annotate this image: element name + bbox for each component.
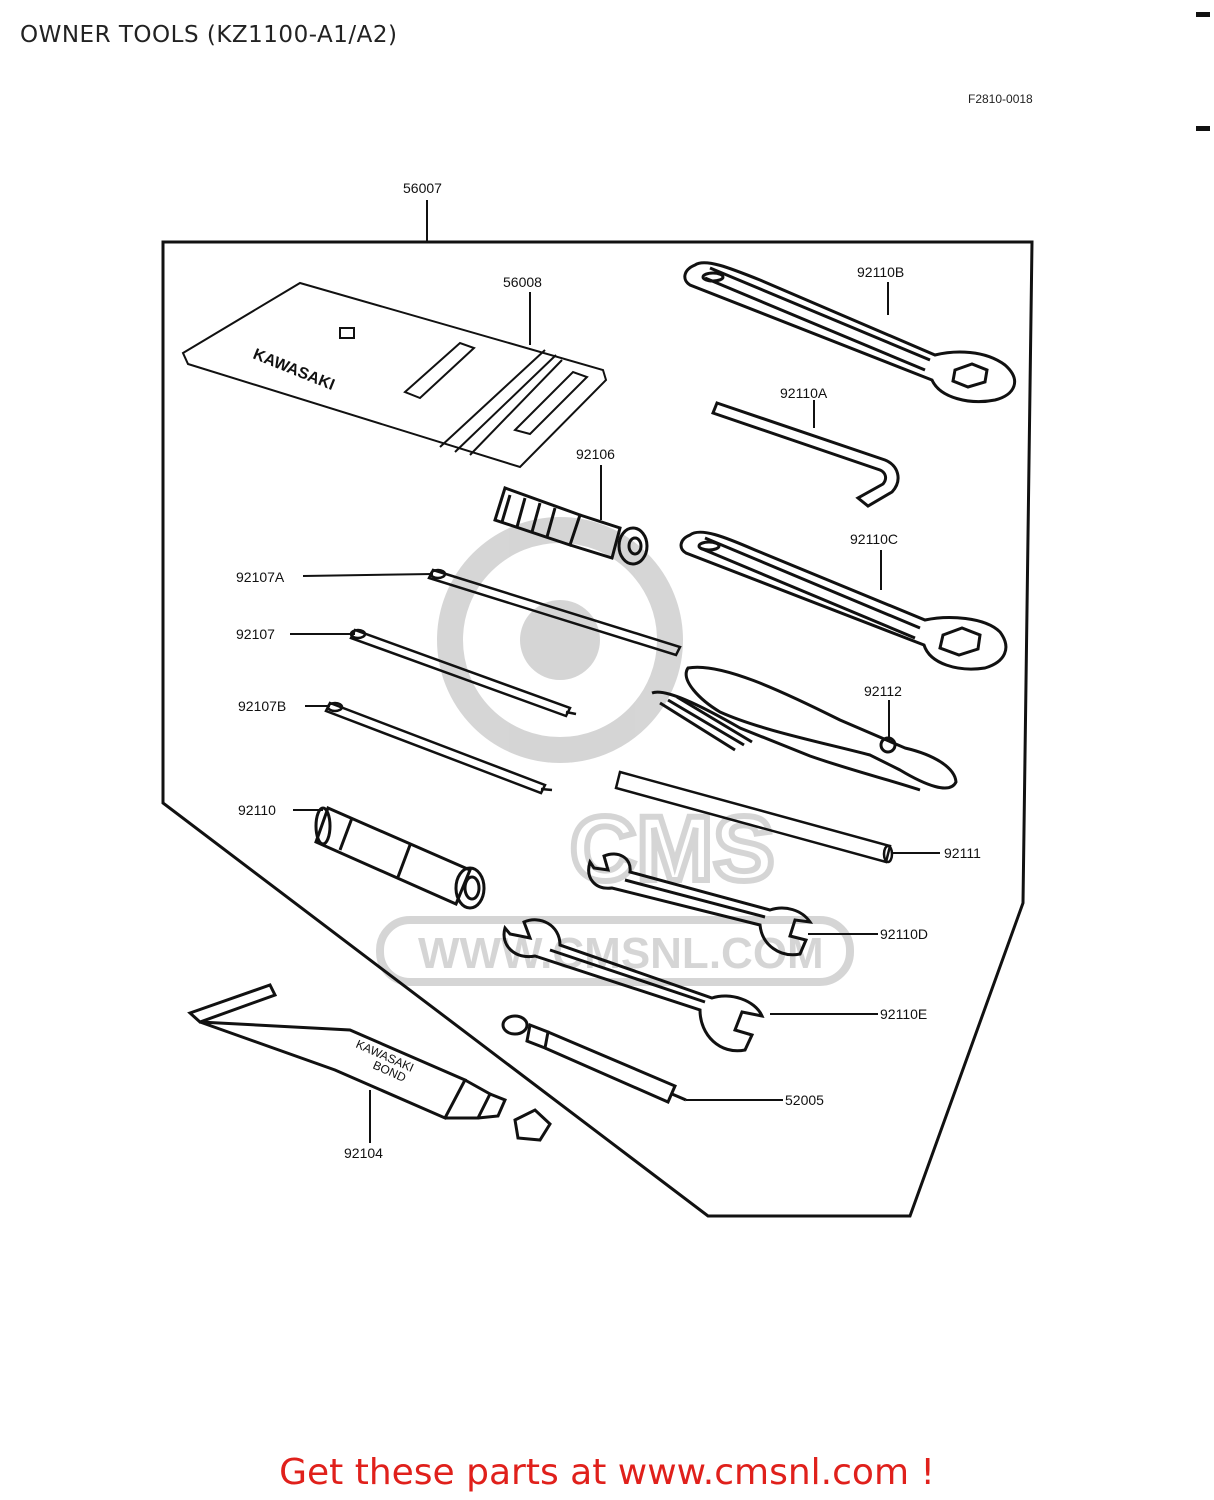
callout-92110c: 92110C bbox=[850, 531, 898, 547]
ring-spanner-92110c bbox=[679, 530, 1008, 671]
kit-boundary bbox=[161, 240, 1034, 1218]
pliers-92112 bbox=[651, 665, 958, 792]
callout-92107a: 92107A bbox=[236, 569, 285, 585]
ring-spanner-92110b bbox=[683, 261, 1017, 404]
hex-key-92110a bbox=[711, 401, 900, 508]
figure-code: F2810-0018 bbox=[968, 92, 1033, 106]
callout-56008: 56008 bbox=[503, 274, 542, 290]
tommy-bar-92111 bbox=[614, 770, 894, 864]
callout-92106: 92106 bbox=[576, 446, 615, 462]
tool-pouch: KAWASAKI bbox=[181, 281, 608, 469]
socket-handle-92106 bbox=[493, 486, 649, 566]
callout-92112: 92112 bbox=[864, 683, 902, 699]
box-spanner-92110 bbox=[314, 805, 486, 910]
callout-92107: 92107 bbox=[236, 626, 275, 642]
open-spanner-92110d bbox=[587, 852, 814, 957]
leader-lines bbox=[290, 200, 940, 1143]
callouts: 56007 56008 92110B 92110A 92106 92110C 9… bbox=[236, 180, 981, 1161]
driver-52005 bbox=[501, 1014, 687, 1104]
open-spanner-92110e bbox=[502, 918, 765, 1053]
callout-92110d: 92110D bbox=[880, 926, 928, 942]
watermark-url: WWW.CMSNL.COM bbox=[418, 929, 824, 978]
callout-56007: 56007 bbox=[403, 180, 442, 196]
edge-mark bbox=[1196, 126, 1210, 131]
watermark: CMS WWW.CMSNL.COM bbox=[376, 517, 854, 986]
edge-mark bbox=[1196, 12, 1210, 17]
callout-92110e: 92110E bbox=[880, 1006, 927, 1022]
callout-92110b: 92110B bbox=[857, 264, 904, 280]
callout-92110: 92110 bbox=[238, 802, 276, 818]
page-title: OWNER TOOLS (KZ1100-A1/A2) bbox=[20, 22, 398, 48]
get-parts-link[interactable]: Get these parts at www.cmsnl.com ! bbox=[279, 1452, 935, 1493]
callout-92104: 92104 bbox=[344, 1145, 383, 1161]
callout-92111: 92111 bbox=[944, 845, 981, 861]
callout-92110a: 92110A bbox=[780, 385, 828, 401]
callout-52005: 52005 bbox=[785, 1092, 824, 1108]
parts-diagram: CMS WWW.CMSNL.COM KAWASAKI bbox=[161, 180, 1034, 1218]
callout-92107b: 92107B bbox=[238, 698, 286, 714]
